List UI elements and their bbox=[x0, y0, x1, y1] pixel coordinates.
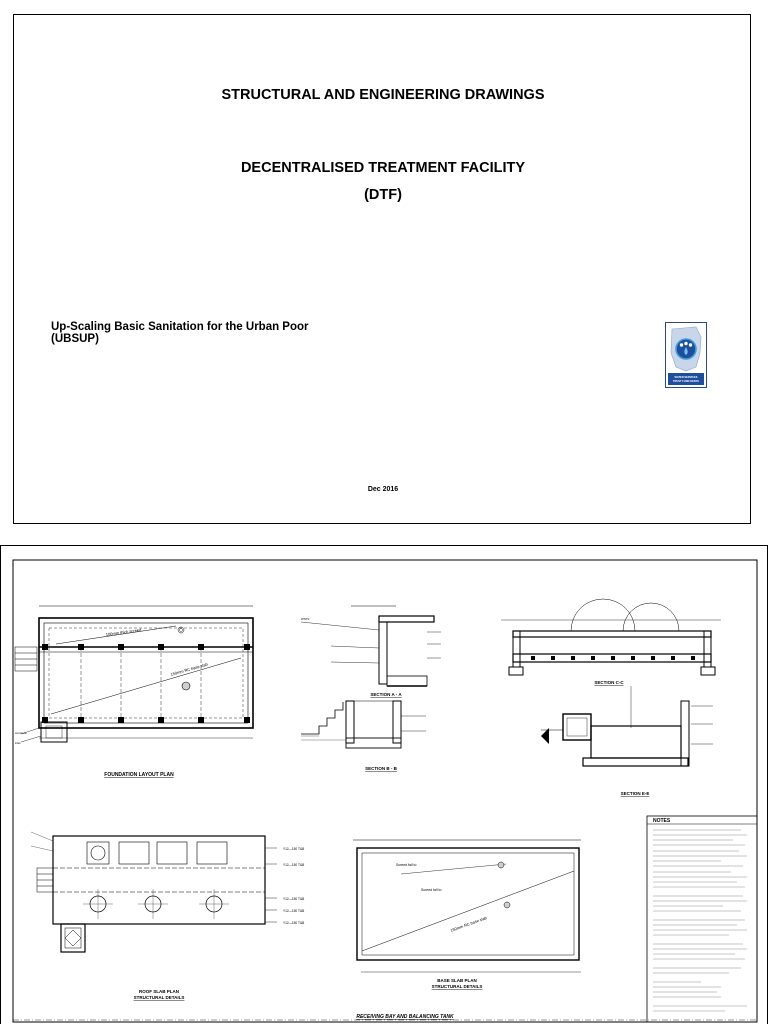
water-drop bbox=[684, 347, 688, 355]
base-slab-plan: 150mm RC base slab Screed fall to Screed… bbox=[353, 839, 581, 973]
figure-head-2 bbox=[684, 341, 688, 346]
section-bb-detail bbox=[301, 700, 426, 749]
roof-slab-subtitle: STRUCTURAL DETAILS bbox=[134, 995, 185, 1000]
svg-text:inlet: inlet bbox=[15, 741, 21, 745]
project-abbreviation: (UBSUP) bbox=[51, 333, 99, 345]
svg-text:100mm thick screed: 100mm thick screed bbox=[105, 627, 141, 637]
base-slab-title: BASE SLAB PLAN bbox=[437, 978, 477, 983]
figure-head-3 bbox=[688, 343, 693, 347]
cover-sheet: STRUCTURAL AND ENGINEERING DRAWINGS DECE… bbox=[13, 14, 751, 524]
svg-text:Y12—150 T&B: Y12—150 T&B bbox=[283, 921, 304, 925]
notes-title: NOTES bbox=[653, 818, 671, 824]
base-slab-subtitle: STRUCTURAL DETAILS bbox=[432, 984, 483, 989]
logo-text: WATER SERVICES bbox=[675, 375, 698, 379]
foundation-plan-title: FOUNDATION LAYOUT PLAN bbox=[104, 772, 174, 778]
roof-slab-title: ROOF SLAB PLAN bbox=[139, 989, 179, 994]
logo-text-band bbox=[668, 373, 704, 385]
svg-text:Y12—150 T&B: Y12—150 T&B bbox=[283, 909, 304, 913]
project-name: Up-Scaling Basic Sanitation for the Urba… bbox=[51, 321, 309, 333]
engineering-drawing: 100mm thick screed 150mm RC base slab co… bbox=[12, 559, 758, 1023]
svg-text:Y12—150 T&B: Y12—150 T&B bbox=[283, 863, 304, 867]
svg-text:Y12—150 T&B: Y12—150 T&B bbox=[283, 897, 304, 901]
svg-text:150mm RC base slab: 150mm RC base slab bbox=[450, 915, 489, 933]
section-ee-title: SECTION E-E bbox=[621, 791, 650, 796]
section-aa-title: SECTION A - A bbox=[370, 692, 402, 697]
foundation-layout-plan: 100mm thick screed 150mm RC base slab co… bbox=[14, 605, 254, 745]
roof-slab-plan: Y12—150 T&B Y12—150 T&B Y12—150 T&B Y12—… bbox=[30, 831, 304, 953]
cover-date: Dec 2016 bbox=[367, 486, 399, 493]
svg-text:Screed fall to: Screed fall to bbox=[421, 888, 441, 892]
inner-frame bbox=[12, 559, 758, 1023]
sheet-title: RECEIVING BAY AND BALANCING TANK bbox=[356, 1014, 454, 1020]
svg-text:Y12—150 T&B: Y12—150 T&B bbox=[283, 847, 304, 851]
figure-head-1 bbox=[679, 343, 684, 347]
section-aa-detail: WSTF bbox=[300, 605, 441, 687]
svg-text:WSTF: WSTF bbox=[301, 617, 310, 621]
wstf-logo: WATER SERVICES TRUST FUND KENYA bbox=[665, 322, 707, 388]
section-ee-detail bbox=[541, 686, 713, 767]
notes-block bbox=[646, 815, 758, 1023]
facility-title: DECENTRALISED TREATMENT FACILITY bbox=[240, 160, 526, 176]
section-bb-title: SECTION B - B bbox=[365, 766, 398, 771]
svg-text:Screed fall to: Screed fall to bbox=[396, 863, 416, 867]
svg-text:concrete: concrete bbox=[15, 731, 27, 735]
facility-abbreviation: (DTF) bbox=[364, 187, 402, 203]
drawing-set-title: STRUCTURAL AND ENGINEERING DRAWINGS bbox=[221, 87, 545, 103]
section-cc-title: SECTION C-C bbox=[594, 680, 624, 685]
drawing-sheet: 100mm thick screed 150mm RC base slab co… bbox=[0, 545, 768, 1024]
svg-text:TRUST FUND KENYA: TRUST FUND KENYA bbox=[673, 379, 699, 383]
section-cc-detail bbox=[501, 598, 721, 676]
